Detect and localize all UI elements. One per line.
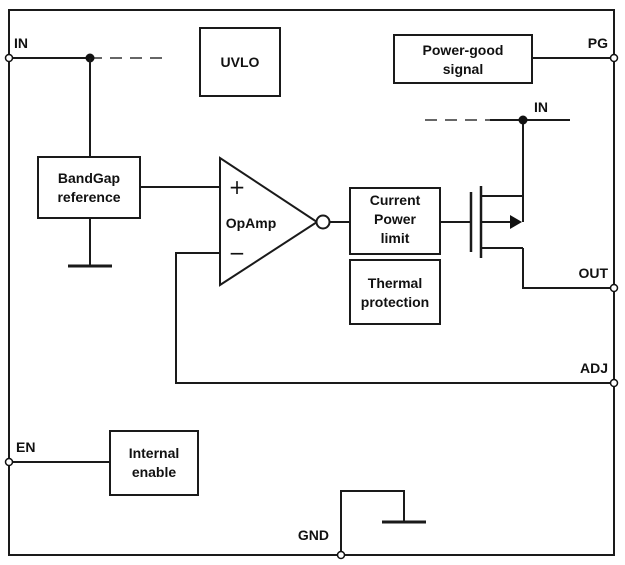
bandgap-label-line2: reference bbox=[57, 189, 120, 205]
current-limit-label-line1: Current bbox=[370, 192, 421, 208]
pin-in-right-label: IN bbox=[534, 99, 548, 115]
adj-feedback-wire bbox=[175, 252, 614, 384]
in-wire bbox=[9, 53, 168, 157]
thermal-protection-block: Thermal protection bbox=[349, 259, 441, 325]
opamp-inverting-output-bubble bbox=[315, 214, 331, 230]
uvlo-label: UVLO bbox=[221, 54, 260, 70]
pin-en-label: EN bbox=[16, 439, 35, 455]
internal-enable-block: Internal enable bbox=[109, 430, 199, 496]
power-good-block: Power-good signal bbox=[393, 34, 533, 84]
in-right-wire bbox=[425, 115, 570, 125]
out-wire bbox=[522, 248, 614, 289]
thermal-label-line2: protection bbox=[361, 294, 429, 310]
pin-in-left-label: IN bbox=[14, 35, 28, 51]
pin-adj-label: ADJ bbox=[580, 360, 608, 376]
pin-out-label: OUT bbox=[578, 265, 608, 281]
power-good-label-line1: Power-good bbox=[423, 42, 504, 58]
opamp-minus-sign: − bbox=[229, 241, 246, 265]
current-limit-label-line3: limit bbox=[381, 230, 410, 246]
pin-pg-label: PG bbox=[588, 35, 608, 51]
current-limit-label-line2: Power bbox=[374, 211, 417, 227]
pin-gnd-label: GND bbox=[298, 527, 329, 543]
bandgap-block: BandGap reference bbox=[37, 156, 141, 219]
pass-transistor bbox=[469, 120, 524, 258]
current-power-limit-block: Current Power limit bbox=[349, 187, 441, 255]
gnd-wire bbox=[340, 490, 426, 555]
internal-enable-label-line1: Internal bbox=[129, 445, 180, 461]
thermal-label-line1: Thermal bbox=[368, 275, 422, 291]
bandgap-ground bbox=[68, 218, 112, 268]
chip-outline bbox=[8, 9, 615, 556]
internal-enable-label-line2: enable bbox=[132, 464, 177, 480]
opamp-block: + − OpAmp bbox=[219, 156, 331, 287]
pin-terminals bbox=[4, 53, 619, 560]
opamp-label: OpAmp bbox=[226, 215, 277, 231]
opamp-plus-sign: + bbox=[229, 175, 246, 199]
bandgap-label-line1: BandGap bbox=[58, 170, 120, 186]
uvlo-block: UVLO bbox=[199, 27, 281, 97]
power-good-label-line2: signal bbox=[443, 61, 483, 77]
